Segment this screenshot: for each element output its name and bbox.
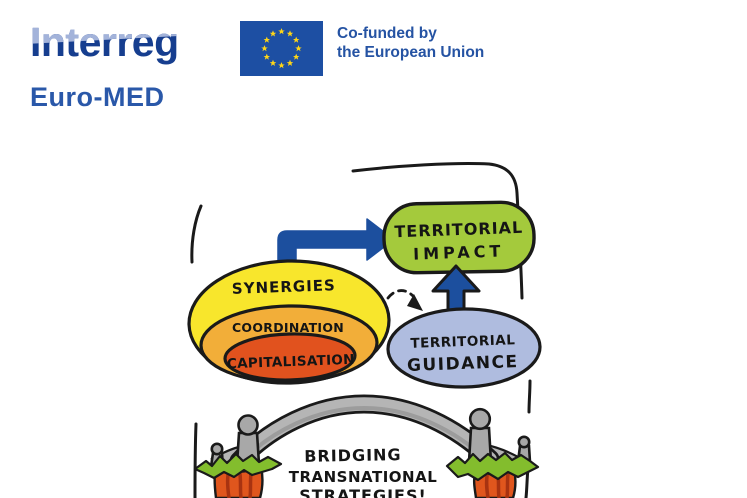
dashed-arrow-head bbox=[407, 294, 423, 311]
bridge-caption-line2: TRANSNATIONAL bbox=[289, 468, 438, 486]
frame-right-mid bbox=[527, 379, 532, 414]
bridge-deck-shadow bbox=[238, 405, 490, 465]
bridge-caption-line1: BRIDGING bbox=[304, 445, 402, 466]
left-post-cap bbox=[237, 414, 259, 436]
impact-label-line1: TERRITORIAL bbox=[394, 218, 523, 241]
interreg-logo: Interreg Interreg bbox=[30, 22, 179, 63]
frame-left-lower bbox=[193, 422, 198, 498]
capitalisation-label: CAPITALISATION bbox=[227, 352, 355, 372]
synergies-label: SYNERGIES bbox=[232, 276, 337, 298]
cofunded-line1: Co-funded by bbox=[337, 25, 437, 42]
guidance-ellipse bbox=[386, 307, 542, 389]
right-posts bbox=[467, 407, 532, 464]
guidance-label-line1: TERRITORIAL bbox=[410, 332, 515, 352]
frame-left-arc bbox=[190, 204, 203, 264]
interreg-wordmark: Interreg bbox=[30, 19, 179, 65]
guidance-label-line2: GUIDANCE bbox=[407, 352, 519, 376]
cofunded-line2: the European Union bbox=[337, 44, 485, 61]
program-name: Euro-MED bbox=[30, 82, 165, 112]
right-grass bbox=[445, 451, 540, 482]
capitalisation-ellipse bbox=[223, 332, 357, 382]
impact-label-line2: IMPACT bbox=[413, 241, 505, 263]
bridge-deck bbox=[232, 397, 497, 468]
dashed-arrow bbox=[386, 289, 415, 300]
cofunded-caption: Co-funded by the European Union bbox=[337, 24, 484, 62]
bridge-scene: BRIDGING TRANSNATIONAL STRATEGIES! bbox=[193, 394, 540, 498]
eu-flag-icon bbox=[240, 21, 323, 76]
bridge-caption-line3: STRATEGIES! bbox=[299, 486, 427, 498]
coordination-label: COORDINATION bbox=[232, 320, 344, 335]
left-bollard-cap bbox=[210, 442, 224, 456]
elbow-arrow bbox=[277, 218, 395, 268]
right-post-cap bbox=[468, 407, 492, 431]
left-grass bbox=[193, 452, 283, 480]
right-bollard-cap bbox=[517, 435, 531, 449]
